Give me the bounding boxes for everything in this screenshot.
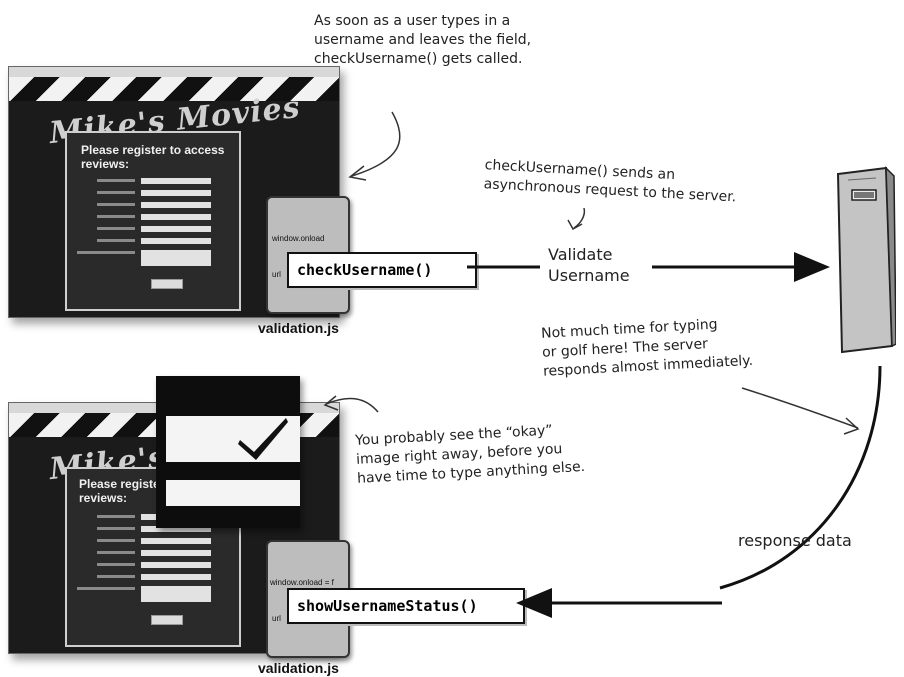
code-snippet: url — [272, 270, 281, 279]
request-note-arrowhead — [567, 219, 583, 231]
browser-titlebar — [9, 67, 339, 77]
favorite-genre-field — [141, 586, 211, 602]
server-note-arrowhead — [843, 417, 860, 435]
first-name-field — [141, 190, 211, 196]
confirm-field — [141, 238, 211, 244]
code-snippet: url — [272, 614, 281, 623]
field-label — [97, 551, 135, 554]
server-icon — [832, 166, 897, 354]
film-strip-banner — [9, 77, 339, 101]
field-label — [97, 527, 135, 530]
code-snippet: window.onload — [272, 234, 325, 243]
top-note-pointer — [351, 111, 401, 177]
inset-field-bottom — [166, 480, 300, 506]
validate-username-label: Validate Username — [548, 245, 630, 285]
okay-note-pointer — [325, 397, 379, 413]
checkmark-icon — [238, 418, 288, 460]
confirm-field — [141, 574, 211, 580]
code-snippet: window.onload = f — [270, 578, 334, 587]
field-label — [97, 179, 135, 182]
okay-note-arrowhead — [323, 395, 339, 411]
username-field — [141, 178, 211, 184]
check-username-call: checkUsername() — [287, 252, 477, 288]
file-label: validation.js — [258, 660, 339, 676]
field-label — [97, 563, 135, 566]
register-form-panel: Please register to access reviews: — [65, 131, 241, 311]
field-label — [97, 515, 135, 518]
form-title: Please register to access reviews: — [81, 143, 225, 171]
field-label — [97, 539, 135, 542]
email-field — [141, 214, 211, 220]
inset-field-top — [166, 416, 300, 462]
field-label — [97, 215, 135, 218]
password-field — [141, 562, 211, 568]
file-label: validation.js — [258, 320, 339, 336]
field-label — [97, 191, 135, 194]
browser-screenshot-top: Mike's Movies Please register to access … — [8, 66, 340, 318]
register-button — [151, 279, 183, 289]
password-field — [141, 226, 211, 232]
okay-inset — [156, 376, 300, 528]
response-curve — [719, 365, 882, 590]
field-label — [77, 251, 135, 254]
field-label — [97, 575, 135, 578]
last-name-field — [141, 202, 211, 208]
top-annotation: As soon as a user types in a username an… — [314, 13, 532, 67]
server-note-pointer — [741, 387, 859, 429]
first-name-field — [141, 526, 211, 532]
field-label — [97, 227, 135, 230]
field-label — [77, 587, 135, 590]
top-note-arrowhead — [348, 165, 367, 181]
field-label — [97, 203, 135, 206]
show-username-status-call: showUsernameStatus() — [287, 588, 525, 624]
field-label — [97, 239, 135, 242]
last-name-field — [141, 538, 211, 544]
register-button — [151, 615, 183, 625]
email-field — [141, 550, 211, 556]
favorite-genre-field — [141, 250, 211, 266]
response-data-label: response data — [738, 531, 852, 550]
